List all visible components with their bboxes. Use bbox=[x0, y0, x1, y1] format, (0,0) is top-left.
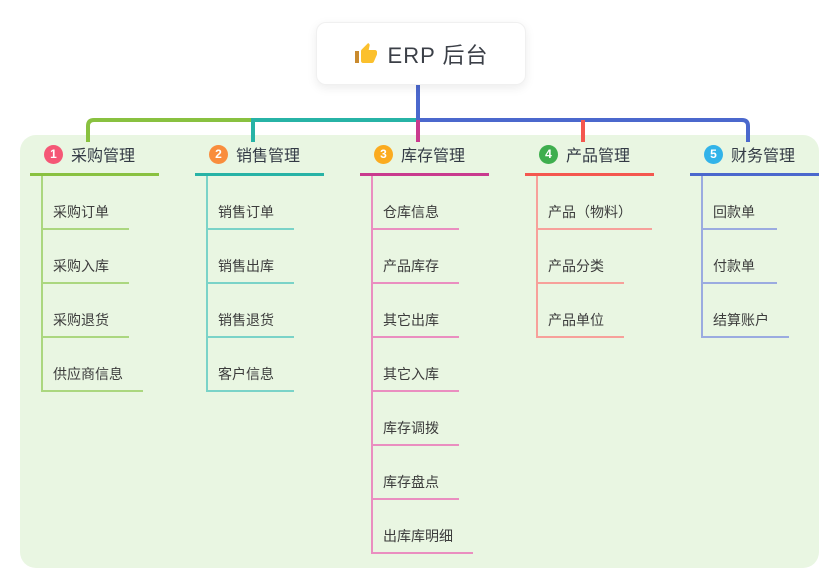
branch-title: 产品管理 bbox=[566, 148, 631, 165]
child-node[interactable]: 采购入库 bbox=[41, 230, 129, 284]
branch-number-badge: 4 bbox=[539, 144, 558, 164]
branch-heading-1[interactable]: 1 采购管理 bbox=[30, 142, 159, 176]
child-node-label: 结算账户 bbox=[713, 312, 769, 328]
child-node-label: 采购订单 bbox=[53, 204, 109, 220]
branch-4: 4 产品管理产品（物料） 产品分类产品单位 bbox=[525, 142, 675, 338]
child-node-label: 客户信息 bbox=[218, 366, 274, 382]
child-node-label: 库存调拨 bbox=[383, 420, 439, 436]
branch-heading-2[interactable]: 2 销售管理 bbox=[195, 142, 324, 176]
children-connector-line bbox=[536, 176, 538, 337]
child-node[interactable]: 销售出库 bbox=[206, 230, 294, 284]
child-node-label: 销售出库 bbox=[218, 258, 274, 274]
branch-children: 回款单付款单结算账户 bbox=[701, 176, 839, 338]
branch-title: 采购管理 bbox=[71, 148, 136, 165]
child-node-label: 产品分类 bbox=[548, 258, 604, 274]
child-node[interactable]: 采购退货 bbox=[41, 284, 129, 338]
child-node[interactable]: 其它入库 bbox=[371, 338, 459, 392]
child-node-label: 出库库明细 bbox=[383, 528, 453, 544]
branch-title: 销售管理 bbox=[236, 148, 301, 165]
branch-title: 财务管理 bbox=[731, 148, 796, 165]
child-node-label: 供应商信息 bbox=[53, 366, 123, 382]
child-node-label: 仓库信息 bbox=[383, 204, 439, 220]
child-node[interactable]: 采购订单 bbox=[41, 176, 129, 230]
branch-heading-3[interactable]: 3 库存管理 bbox=[360, 142, 489, 176]
child-node-label: 其它入库 bbox=[383, 366, 439, 382]
child-node-label: 销售订单 bbox=[218, 204, 274, 220]
child-node[interactable]: 其它出库 bbox=[371, 284, 459, 338]
children-connector-line bbox=[41, 176, 43, 391]
branch-number-badge: 2 bbox=[209, 144, 228, 164]
branch-number-badge: 5 bbox=[704, 144, 723, 164]
child-node-label: 采购退货 bbox=[53, 312, 109, 328]
branch-5: 5 财务管理回款单付款单结算账户 bbox=[690, 142, 839, 338]
root-node[interactable]: ERP 后台 bbox=[316, 22, 526, 85]
children-connector-line bbox=[371, 176, 373, 553]
branch-children: 仓库信息产品库存其它出库其它入库库存调拨库存盘点出库库明细 bbox=[371, 176, 510, 554]
child-node[interactable]: 库存调拨 bbox=[371, 392, 459, 446]
child-node[interactable]: 销售退货 bbox=[206, 284, 294, 338]
children-connector-line bbox=[701, 176, 703, 337]
branch-number-badge: 3 bbox=[374, 144, 393, 164]
child-node[interactable]: 产品（物料） bbox=[536, 176, 652, 230]
branch-number-badge: 1 bbox=[44, 144, 63, 164]
child-node[interactable]: 产品单位 bbox=[536, 284, 624, 338]
child-node[interactable]: 结算账户 bbox=[701, 284, 789, 338]
child-node-label: 采购入库 bbox=[53, 258, 109, 274]
branch-children: 销售订单销售出库销售退货客户信息 bbox=[206, 176, 345, 392]
child-node[interactable]: 产品库存 bbox=[371, 230, 459, 284]
branch-title: 库存管理 bbox=[401, 148, 466, 165]
child-node-label: 销售退货 bbox=[218, 312, 274, 328]
branches-panel bbox=[20, 135, 819, 568]
child-node[interactable]: 库存盘点 bbox=[371, 446, 459, 500]
child-node[interactable]: 产品分类 bbox=[536, 230, 624, 284]
branch-heading-4[interactable]: 4 产品管理 bbox=[525, 142, 654, 176]
child-node[interactable]: 客户信息 bbox=[206, 338, 294, 392]
branch-children: 产品（物料） 产品分类产品单位 bbox=[536, 176, 675, 338]
child-node-label: 产品单位 bbox=[548, 312, 604, 328]
child-node-label: 产品库存 bbox=[383, 258, 439, 274]
child-node-label: 产品（物料） bbox=[548, 204, 632, 220]
child-node[interactable]: 仓库信息 bbox=[371, 176, 459, 230]
child-node[interactable]: 出库库明细 bbox=[371, 500, 473, 554]
branch-children: 采购订单采购入库采购退货供应商信息 bbox=[41, 176, 180, 392]
child-node-label: 其它出库 bbox=[383, 312, 439, 328]
child-node-label: 库存盘点 bbox=[383, 474, 439, 490]
children-connector-line bbox=[206, 176, 208, 391]
child-node-label: 付款单 bbox=[713, 258, 755, 274]
branch-3: 3 库存管理仓库信息产品库存其它出库其它入库库存调拨库存盘点出库库明细 bbox=[360, 142, 510, 554]
child-node-label: 回款单 bbox=[713, 204, 755, 220]
root-node-label: ERP 后台 bbox=[387, 42, 489, 68]
branch-heading-5[interactable]: 5 财务管理 bbox=[690, 142, 819, 176]
child-node[interactable]: 销售订单 bbox=[206, 176, 294, 230]
thumbs-up-icon bbox=[354, 42, 378, 66]
child-node[interactable]: 回款单 bbox=[701, 176, 777, 230]
branch-2: 2 销售管理销售订单销售出库销售退货客户信息 bbox=[195, 142, 345, 392]
child-node[interactable]: 付款单 bbox=[701, 230, 777, 284]
child-node[interactable]: 供应商信息 bbox=[41, 338, 143, 392]
branch-1: 1 采购管理采购订单采购入库采购退货供应商信息 bbox=[30, 142, 180, 392]
